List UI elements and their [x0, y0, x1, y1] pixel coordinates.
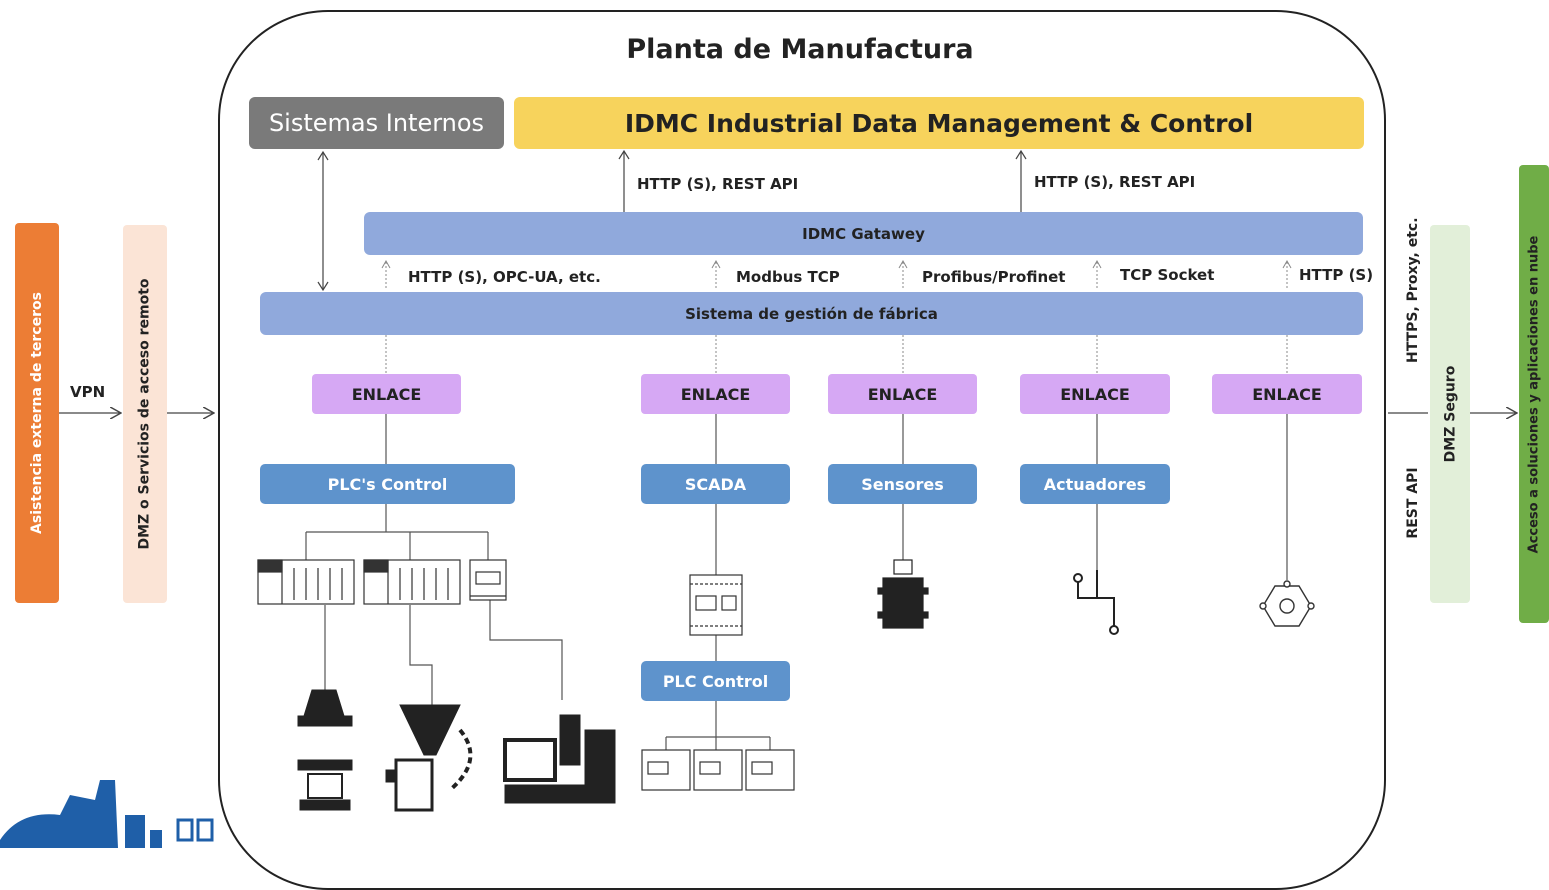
sistemas-internos-box: Sistemas Internos	[249, 97, 504, 149]
protocol-label-4: TCP Socket	[1120, 266, 1215, 284]
dmz-seguro-bar: DMZ Seguro	[1430, 225, 1470, 603]
enlace-box-5: ENLACE	[1212, 374, 1362, 414]
asistencia-externa-bar: Asistencia externa de terceros	[15, 223, 59, 603]
scada-device-icon	[689, 574, 743, 636]
enlace-box-2: ENLACE	[641, 374, 790, 414]
hopper-machine-icon	[385, 704, 473, 812]
io-module-icon	[641, 749, 795, 791]
protocol-label-1: HTTP (S), OPC-UA, etc.	[408, 268, 601, 286]
plc-control-scada-box: PLC Control	[641, 661, 790, 701]
idmc-gateway-bar: IDMC Gatawey	[364, 212, 1363, 255]
company-logo	[0, 780, 214, 848]
vpn-label: VPN	[70, 383, 106, 401]
sistema-gestion-bar: Sistema de gestión de fábrica	[260, 292, 1363, 335]
scada-box: SCADA	[641, 464, 790, 504]
actuator-icon	[1073, 570, 1119, 635]
dmz-remote-access-bar: DMZ o Servicios de acceso remoto	[123, 225, 167, 603]
plc-control-box: PLC's Control	[260, 464, 515, 504]
plc-rack-icon	[257, 559, 355, 605]
enlace-box-3: ENLACE	[828, 374, 977, 414]
actuadores-box: Actuadores	[1020, 464, 1170, 504]
api-label-1: HTTP (S), REST API	[637, 175, 799, 193]
sensor-icon	[877, 559, 929, 629]
sensores-box: Sensores	[828, 464, 977, 504]
network-node-icon	[1259, 580, 1315, 627]
api-label-2: HTTP (S), REST API	[1034, 173, 1196, 191]
connector-lines	[59, 149, 1549, 812]
enlace-box-4: ENLACE	[1020, 374, 1170, 414]
idmc-box: IDMC Industrial Data Management & Contro…	[514, 97, 1364, 149]
plc-rack-icon	[363, 559, 461, 605]
protocol-label-2: Modbus TCP	[736, 268, 840, 286]
controller-icon	[469, 559, 507, 601]
press-machine-icon	[297, 689, 353, 811]
enlace-box-1: ENLACE	[312, 374, 461, 414]
protocol-label-3: Profibus/Profinet	[922, 268, 1066, 286]
plant-title: Planta de Manufactura	[626, 34, 974, 65]
cnc-machine-icon	[503, 714, 616, 804]
protocol-label-5: HTTP (S)	[1299, 266, 1374, 284]
cloud-access-bar: Acceso a soluciones y aplicaciones en nu…	[1519, 165, 1549, 623]
